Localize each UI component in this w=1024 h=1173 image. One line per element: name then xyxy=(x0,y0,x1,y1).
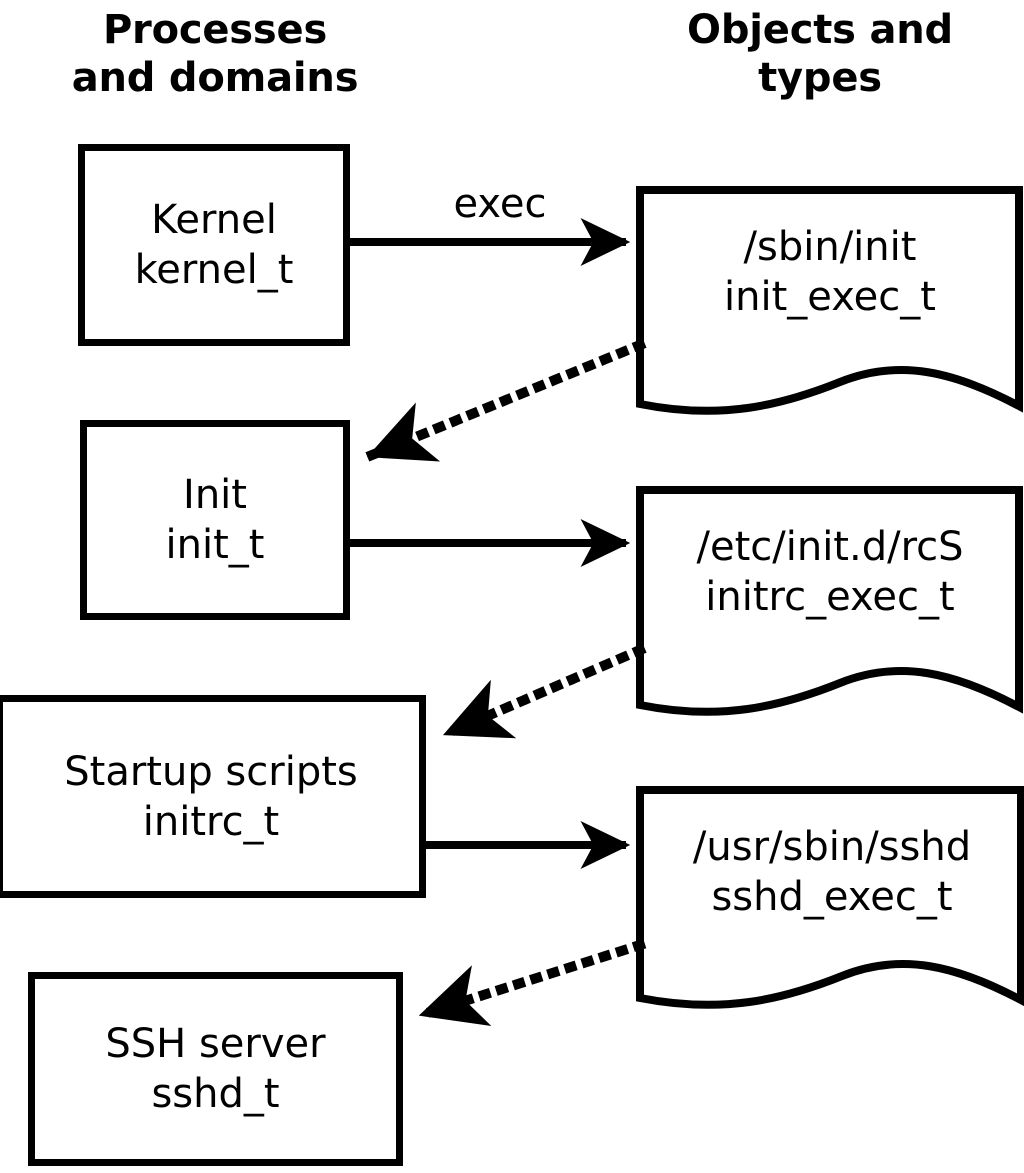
object-node-initrc-exec-path: /etc/init.d/rcS xyxy=(696,524,964,570)
object-node-init-exec-type: init_exec_t xyxy=(724,274,936,320)
process-node-ssh-server[interactable]: SSH server sshd_t xyxy=(28,972,403,1166)
process-node-init[interactable]: Init init_t xyxy=(80,420,350,620)
process-node-kernel[interactable]: Kernel kernel_t xyxy=(78,144,350,346)
process-node-init-title: Init xyxy=(183,472,247,518)
process-node-ssh-server-type: sshd_t xyxy=(151,1071,280,1117)
process-node-startup-scripts[interactable]: Startup scripts initrc_t xyxy=(0,695,426,898)
edge-label-exec: exec xyxy=(453,181,547,227)
object-node-initrc-exec[interactable]: /etc/init.d/rcS initrc_exec_t xyxy=(640,522,1020,622)
object-node-init-exec-path: /sbin/init xyxy=(743,224,917,270)
process-node-kernel-title: Kernel xyxy=(151,197,277,243)
column-header-processes-and-domains: Processes and domains xyxy=(71,7,359,101)
column-header-objects-and-types: Objects and types xyxy=(687,7,953,101)
edge-initrc-exec-transition xyxy=(441,643,647,740)
process-node-kernel-type: kernel_t xyxy=(134,247,294,293)
object-node-initrc-exec-type: initrc_exec_t xyxy=(705,574,955,620)
process-node-ssh-server-title: SSH server xyxy=(105,1021,326,1067)
process-node-startup-scripts-type: initrc_t xyxy=(142,798,280,845)
object-node-sshd-exec-path: /usr/sbin/sshd xyxy=(692,824,972,870)
object-node-init-exec[interactable]: /sbin/init init_exec_t xyxy=(640,222,1020,322)
object-node-sshd-exec-type: sshd_exec_t xyxy=(711,874,953,920)
edge-sshd-exec-transition xyxy=(417,938,647,1026)
process-node-startup-scripts-title: Startup scripts xyxy=(64,748,358,795)
process-node-init-type: init_t xyxy=(165,522,265,568)
edge-init-exec-transition xyxy=(365,338,647,462)
object-node-sshd-exec[interactable]: /usr/sbin/sshd sshd_exec_t xyxy=(642,822,1022,922)
